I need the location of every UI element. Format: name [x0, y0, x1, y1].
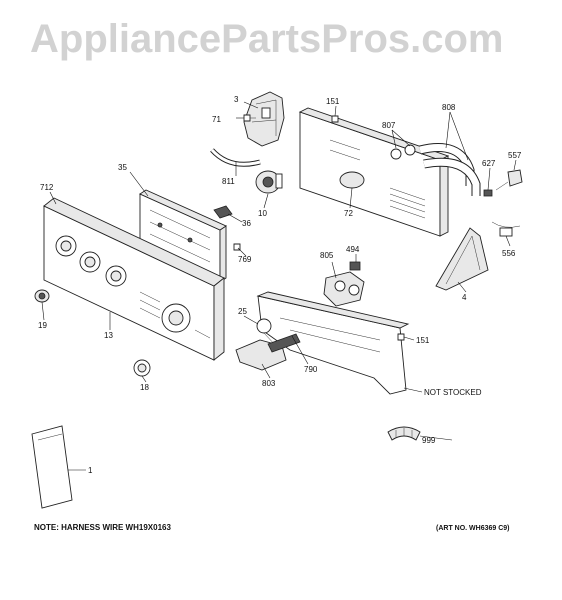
part-10-switch [255, 170, 283, 194]
label-4: 4 [462, 293, 467, 302]
label-151-top: 151 [326, 97, 340, 106]
label-557: 557 [508, 151, 522, 160]
label-803: 803 [262, 379, 276, 388]
part-13-control-panel [43, 197, 225, 361]
label-712: 712 [40, 183, 54, 192]
callout-labels: 3 71 151 807 808 557 627 35 811 712 10 7… [38, 95, 522, 475]
label-1: 1 [88, 466, 93, 475]
watermark-text: AppliancePartsPros.com [30, 17, 504, 61]
label-71: 71 [212, 115, 221, 124]
part-1-manual [31, 425, 73, 509]
part-999-clip [387, 426, 421, 441]
label-811: 811 [222, 177, 235, 186]
part-807-washers [390, 144, 416, 160]
label-805: 805 [320, 251, 334, 260]
part-805-water-valve [323, 271, 365, 307]
label-790: 790 [304, 365, 318, 374]
label-10: 10 [258, 209, 267, 218]
label-999: 999 [422, 436, 436, 445]
label-769: 769 [238, 255, 252, 264]
part-19-knob [34, 289, 50, 303]
label-72: 72 [344, 209, 353, 218]
part-811-hose [210, 148, 261, 167]
label-151-right: 151 [416, 336, 430, 345]
label-494: 494 [346, 245, 360, 254]
leader-lines [41, 101, 517, 471]
part-557-connector [495, 169, 523, 191]
part-151-screw-right [397, 333, 405, 341]
part-25-ball [256, 318, 277, 347]
part-72-back-panel [298, 107, 450, 237]
art-number: (ART NO. WH6369 C9) [436, 525, 510, 532]
part-808-fill-hoses [418, 143, 481, 196]
part-803-lid-switch [235, 333, 301, 371]
label-not-stocked: NOT STOCKED [424, 388, 482, 397]
part-3-bracket [243, 91, 285, 147]
label-3: 3 [234, 95, 239, 104]
label-18: 18 [140, 383, 149, 392]
label-808: 808 [442, 103, 456, 112]
part-556-harness [491, 221, 521, 237]
label-25: 25 [238, 307, 247, 316]
part-151-screw-top [331, 115, 339, 123]
label-36: 36 [242, 219, 251, 228]
label-627: 627 [482, 159, 496, 168]
label-556: 556 [502, 249, 516, 258]
harness-note: NOTE: HARNESS WIRE WH19X0163 [34, 523, 171, 532]
part-18-knob-ring [133, 359, 151, 377]
label-13: 13 [104, 331, 113, 340]
part-71-screw [236, 114, 256, 122]
label-807: 807 [382, 121, 396, 130]
part-4-endcap [435, 227, 489, 291]
part-627-clip [483, 189, 493, 197]
label-19: 19 [38, 321, 47, 330]
label-35: 35 [118, 163, 127, 172]
part-494-connector [349, 261, 361, 271]
part-36-clip [213, 205, 233, 219]
